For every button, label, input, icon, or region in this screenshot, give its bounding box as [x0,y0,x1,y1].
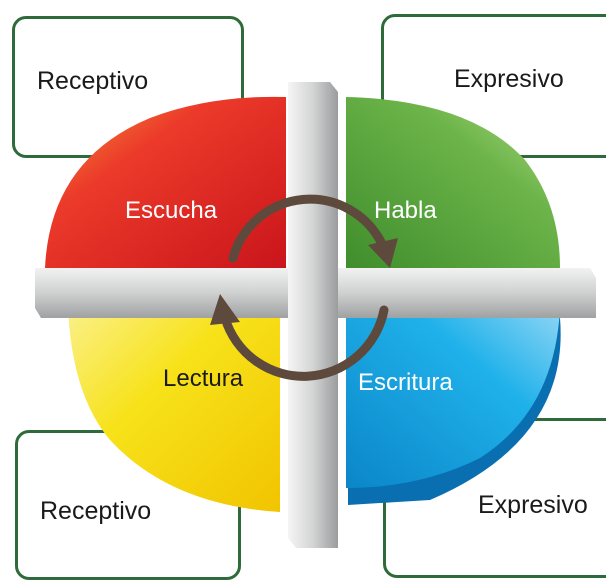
box-label-top-right: Expresivo [454,65,564,93]
lower-cycle-arrow [220,305,389,381]
box-label-top-left: Receptivo [37,67,149,95]
lower-arrow-head-icon [210,294,240,325]
habla-label: Habla [374,197,437,224]
habla-quadrant [346,97,560,268]
language-skills-diagram: Escucha Habla Lectura Escritura [35,82,596,548]
lectura-quadrant [68,308,280,512]
lectura-label: Lectura [163,365,244,392]
upper-arrow-head-icon [368,238,398,268]
escucha-label: Escucha [125,197,218,224]
box-label-bottom-left: Receptivo [40,497,152,525]
upper-cycle-arrow [228,194,387,263]
escritura-label: Escritura [358,369,453,396]
escritura-quadrant [346,308,560,488]
escucha-quadrant [45,96,286,268]
box-label-bottom-right: Expresivo [478,491,588,519]
vertical-cross-bar [288,82,338,548]
